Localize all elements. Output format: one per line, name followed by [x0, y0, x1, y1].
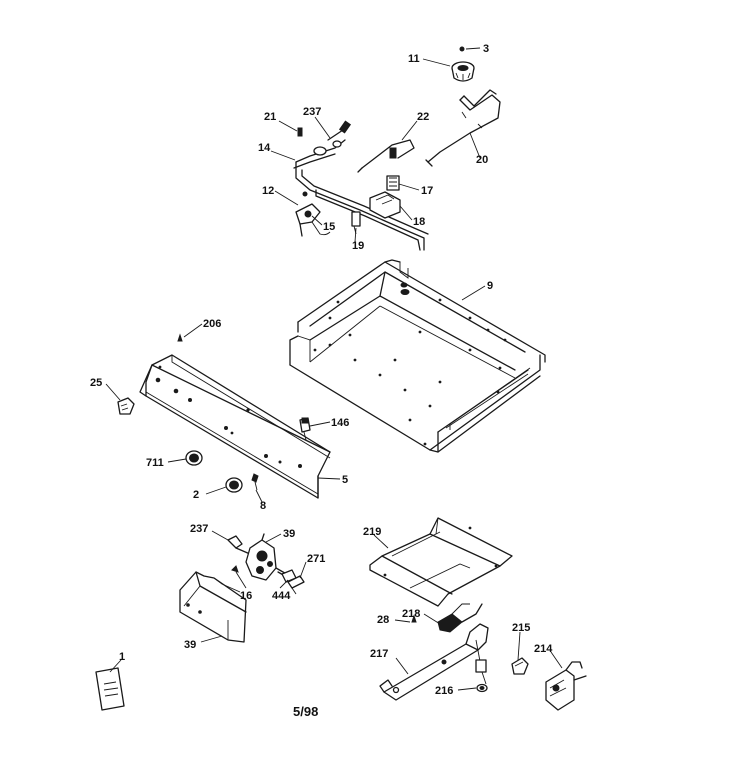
label-711: 711 — [146, 457, 164, 469]
label-28: 28 — [377, 614, 389, 626]
part-21-screw — [297, 127, 303, 137]
label-11: 11 — [408, 53, 420, 65]
part-11-burner-cap — [451, 61, 475, 82]
label-237-upper: 237 — [303, 106, 321, 118]
part-18-bracket — [369, 191, 401, 219]
label-9: 9 — [487, 280, 493, 292]
label-216: 216 — [435, 685, 453, 697]
part-1-literature — [95, 667, 125, 711]
leader-lines — [105, 47, 563, 691]
part-216-nut — [476, 683, 488, 693]
label-18: 18 — [413, 216, 425, 228]
label-215: 215 — [512, 622, 530, 634]
label-5: 5 — [342, 474, 348, 486]
label-15: 15 — [323, 221, 335, 233]
label-14: 14 — [258, 142, 271, 154]
label-17: 17 — [421, 185, 433, 197]
label-39-lower: 39 — [184, 639, 196, 651]
part-217-burner — [379, 623, 489, 701]
part-237-orifice — [227, 535, 251, 555]
part-25-knob — [117, 397, 135, 415]
part-28-screw — [411, 614, 417, 623]
part-271-orifice — [287, 575, 305, 595]
label-25: 25 — [90, 377, 102, 389]
part-17-ignitor — [386, 175, 400, 191]
part-214-bracket — [545, 661, 587, 711]
part-9-burner-box — [289, 259, 546, 453]
label-3: 3 — [483, 43, 489, 55]
part-12-valve — [295, 191, 331, 237]
label-21: 21 — [264, 111, 276, 123]
label-237-lower: 237 — [190, 523, 208, 535]
part-146-switch — [299, 417, 311, 441]
part-3-screw — [459, 46, 465, 52]
label-214: 214 — [534, 643, 553, 655]
part-16-screw — [231, 565, 239, 573]
label-39-upper: 39 — [283, 528, 295, 540]
label-12: 12 — [262, 185, 274, 197]
label-8: 8 — [260, 500, 266, 512]
label-19: 19 — [352, 240, 364, 252]
part-711-knob — [185, 450, 203, 466]
label-218: 218 — [402, 608, 420, 620]
part-206-screw — [177, 333, 183, 342]
part-14-manifold — [293, 120, 429, 251]
part-22-wire — [357, 139, 415, 173]
part-218-ignitor — [437, 603, 483, 633]
label-206: 206 — [203, 318, 221, 330]
part-39-valve-cover — [179, 571, 247, 643]
part-5-manifold-panel — [139, 354, 331, 499]
part-215-clip — [511, 657, 529, 675]
label-22: 22 — [417, 111, 429, 123]
label-146: 146 — [331, 417, 349, 429]
date-code: 5/98 — [293, 704, 318, 719]
part-2-knob — [225, 477, 243, 493]
label-20: 20 — [476, 154, 488, 166]
part-20-burner-tube — [425, 89, 501, 167]
label-217: 217 — [370, 648, 388, 660]
label-16: 16 — [240, 590, 252, 602]
label-444: 444 — [272, 590, 291, 602]
label-1: 1 — [119, 651, 125, 663]
part-8-spring — [251, 473, 259, 491]
part-219-heat-shield — [369, 517, 513, 607]
label-2: 2 — [193, 489, 199, 501]
label-219: 219 — [363, 526, 381, 538]
part-labels: 3 11 237 21 22 14 20 17 12 15 18 19 9 20… — [90, 43, 553, 697]
label-271: 271 — [307, 553, 325, 565]
